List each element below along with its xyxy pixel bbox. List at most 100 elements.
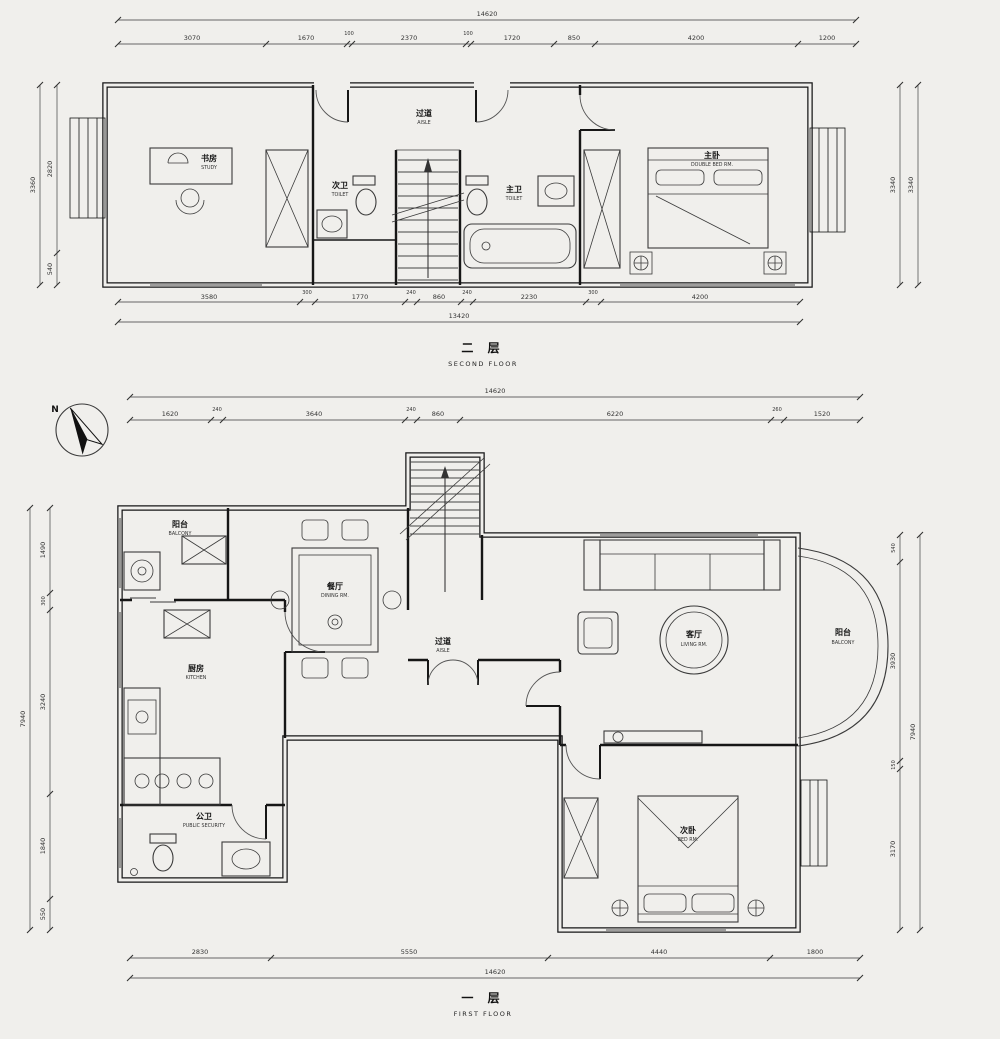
room-label-toilet-master: 主卫 TOILET: [505, 184, 523, 202]
washing-machine: [123, 551, 161, 591]
ff-dimensions-left: 7940 1490 300 3240 1840 550: [19, 504, 54, 934]
north-arrow-icon: [69, 407, 104, 455]
dim-label: 4200: [692, 293, 709, 301]
dim-label: 1770: [352, 293, 369, 301]
door: [284, 611, 326, 653]
armchair: [577, 611, 619, 655]
dim-label: 240: [212, 407, 222, 413]
toilet: [465, 175, 489, 216]
closet: [265, 149, 309, 248]
dim-label: 150: [891, 760, 897, 770]
kitchen-counter: [123, 687, 161, 806]
door: [525, 671, 561, 707]
bathtub: [463, 223, 577, 269]
dim-label: 3170: [889, 841, 897, 858]
room-label-cn: 次卫: [332, 180, 348, 190]
floor-title-cn: 二 层: [461, 341, 504, 355]
dim-label: 540: [46, 263, 54, 275]
ff-title: 一 层 FIRST FLOOR: [454, 991, 513, 1018]
wardrobe: [583, 149, 621, 269]
door: [475, 89, 509, 123]
dim-label: 3070: [184, 34, 201, 42]
first-floor-plan: N 14620 1620 240 3640 240 860 6220 260 1…: [19, 387, 924, 1018]
balcony-cabinet: [181, 535, 227, 565]
room-label-en: KITCHEN: [186, 675, 207, 681]
dim-label: 1520: [814, 410, 831, 418]
dim-label: 260: [772, 407, 782, 413]
sf-furniture: [149, 147, 787, 275]
bay-window-bedroom: [800, 779, 828, 867]
room-label-cn: 阳台: [835, 627, 851, 637]
double-bed: [647, 147, 769, 249]
floor-title-cn: 一 层: [461, 991, 504, 1005]
tv-cabinet: [603, 730, 703, 744]
wardrobe: [563, 797, 599, 879]
room-label-public-bath: 公卫 PUBLIC SECURITY: [183, 812, 225, 829]
door: [315, 89, 349, 123]
room-label-en: PUBLIC SECURITY: [183, 823, 225, 829]
ff-walls: [117, 452, 889, 933]
dim-label: 3640: [306, 410, 323, 418]
floor-title-en: FIRST FLOOR: [454, 1010, 513, 1018]
nightstand: [763, 251, 787, 275]
toilet: [352, 175, 377, 216]
sf-dimensions-right: 3340 3340: [889, 81, 922, 289]
room-label-cn: 主卧: [704, 150, 720, 160]
dim-label: 1840: [39, 838, 47, 855]
dim-label: 14620: [477, 10, 498, 18]
room-label-balcony-north: 阳台 BALCONY: [169, 519, 192, 537]
toilet: [130, 833, 177, 876]
dim-label: 2230: [521, 293, 538, 301]
ff-room-labels: 阳台 BALCONY 餐厅 DINING RM. 厨房 KITCHEN 过道 A…: [169, 519, 855, 843]
sofa: [583, 539, 781, 591]
dim-label: 4200: [688, 34, 705, 42]
dim-label: 240: [462, 290, 472, 296]
room-label-en: STUDY: [201, 165, 217, 171]
dim-label: 1670: [298, 34, 315, 42]
sf-stairs: [391, 158, 465, 281]
room-label-study: 书房 STUDY: [201, 153, 217, 171]
sf-doors: [315, 89, 616, 131]
ff-stairs: [399, 457, 491, 592]
ff-dimensions-bottom: 2830 5550 4440 1800 14620: [126, 948, 864, 982]
nightstand: [629, 251, 653, 275]
ff-doors: [231, 611, 601, 840]
dim-label: 550: [39, 908, 47, 920]
sf-room-labels: 书房 STUDY 次卫 TOILET 过道 AISLE 主卫 TOILET 主卧…: [201, 108, 733, 202]
dim-label: 300: [41, 596, 47, 606]
dim-label: 240: [406, 407, 416, 413]
room-label-dining: 餐厅 DINING RM.: [321, 581, 349, 599]
room-label-toilet-second: 次卫 TOILET: [331, 180, 349, 198]
room-label-cn: 过道: [435, 636, 451, 646]
bed: [637, 795, 739, 923]
dim-label: 2820: [46, 161, 54, 178]
room-label-en: BALCONY: [832, 640, 855, 646]
room-label-en: LIVING RM.: [681, 642, 708, 648]
room-label-cn: 厨房: [188, 663, 204, 673]
room-label-en: BED RM.: [678, 837, 699, 843]
room-label-en: DOUBLE BED RM.: [691, 162, 733, 168]
room-label-cn: 书房: [201, 153, 217, 163]
dim-label: 14620: [485, 968, 506, 976]
room-label-aisle: 过道 AISLE: [416, 108, 432, 126]
bay-window-left: [69, 117, 106, 219]
room-label-en: TOILET: [331, 192, 349, 198]
dim-label: 1720: [504, 34, 521, 42]
dim-label: 3580: [201, 293, 218, 301]
dim-label: 2830: [192, 948, 209, 956]
sf-dimensions-bottom: 3580 300 1770 240 860 240 2230 300 4200 …: [114, 290, 804, 326]
dim-label: 6220: [607, 410, 624, 418]
room-label-balcony-east: 阳台 BALCONY: [832, 627, 855, 646]
fridge: [163, 609, 211, 639]
dim-label: 1800: [807, 948, 824, 956]
sink: [316, 209, 348, 239]
dim-label: 7940: [19, 711, 27, 728]
dim-label: 13420: [449, 312, 470, 320]
dim-label: 100: [463, 31, 473, 37]
room-label-cn: 客厅: [685, 629, 702, 639]
stove: [123, 757, 221, 806]
floor-title-en: SECOND FLOOR: [448, 360, 518, 368]
dim-label: 2370: [401, 34, 418, 42]
room-label-cn: 次卧: [680, 825, 696, 835]
